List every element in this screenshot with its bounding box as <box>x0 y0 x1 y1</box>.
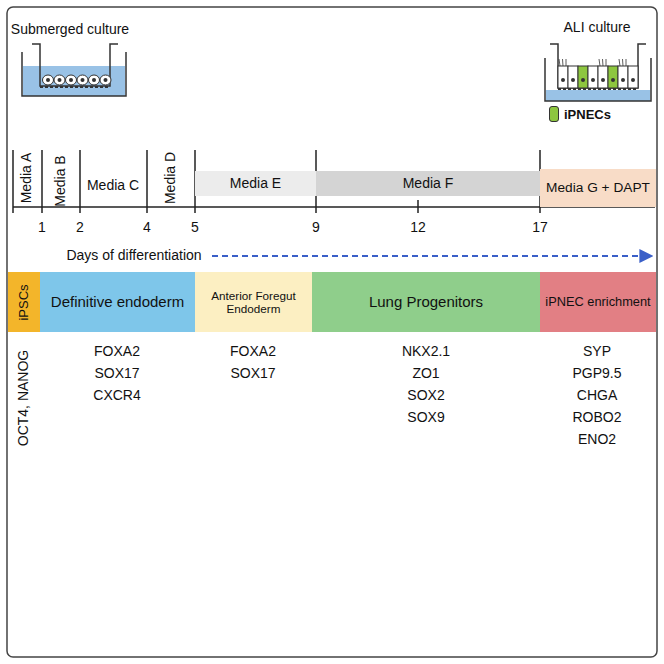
stage-label: iPNEC enrichment <box>541 295 654 310</box>
stage-label: Anterior Foregut Endoderm <box>195 289 312 316</box>
marker-name: SOX2 <box>407 388 444 403</box>
media-band: Media G + DAPT <box>540 169 656 207</box>
marker-name: OCT4, NANOG <box>16 350 31 446</box>
legend-swatch <box>549 106 559 122</box>
marker-name: SYP <box>583 344 611 359</box>
day-number: 1 <box>38 220 46 235</box>
ali-transwell <box>545 44 651 101</box>
timeline-axis <box>13 150 655 213</box>
marker-name: ROBO2 <box>572 410 621 425</box>
marker-name: FOXA2 <box>94 344 140 359</box>
day-number: 9 <box>312 220 320 235</box>
time-arrow <box>212 255 652 257</box>
media-label: Media B <box>53 155 68 206</box>
marker-name: ZO1 <box>412 366 439 381</box>
day-number: 2 <box>76 220 84 235</box>
stage-label: Media G + DAPT <box>542 180 654 196</box>
stage-label: Definitive endoderm <box>47 293 188 310</box>
marker-name: FOXA2 <box>230 344 276 359</box>
stage-band: Anterior Foregut Endoderm <box>195 272 312 332</box>
marker-name: CXCR4 <box>93 388 140 403</box>
day-number: 4 <box>143 220 151 235</box>
day-number: 12 <box>410 220 426 235</box>
legend-item: iPNECs <box>549 106 611 122</box>
frame <box>7 7 657 657</box>
axis-title: Days of differentiation <box>66 248 201 263</box>
marker-name: NKX2.1 <box>402 344 450 359</box>
media-band: Media F <box>316 171 540 196</box>
culture-label: ALI culture <box>564 20 631 35</box>
stage-label: Media F <box>399 175 458 191</box>
media-label: Media A <box>19 153 34 204</box>
media-band: Media E <box>195 171 316 196</box>
stage-band: iPNEC enrichment <box>540 272 656 332</box>
stage-band: Lung Progenitors <box>312 272 540 332</box>
marker-name: CHGA <box>577 388 617 403</box>
media-label: Media D <box>163 152 178 204</box>
culture-label: Submerged culture <box>11 22 129 37</box>
stage-label: Lung Progenitors <box>365 293 487 310</box>
day-number: 17 <box>532 220 548 235</box>
marker-name: ENO2 <box>578 432 616 447</box>
legend-text: iPNECs <box>564 107 611 122</box>
marker-name: SOX9 <box>407 410 444 425</box>
submerged-transwell <box>22 44 126 96</box>
stage-band: Definitive endoderm <box>40 272 195 332</box>
stage-label: iPSCs <box>17 280 32 324</box>
marker-name: SOX17 <box>230 366 275 381</box>
stage-band: iPSCs <box>8 272 40 332</box>
marker-name: SOX17 <box>94 366 139 381</box>
marker-name: PGP9.5 <box>572 366 621 381</box>
media-label: Media C <box>87 178 139 193</box>
day-number: 5 <box>191 220 199 235</box>
stage-label: Media E <box>226 175 285 191</box>
